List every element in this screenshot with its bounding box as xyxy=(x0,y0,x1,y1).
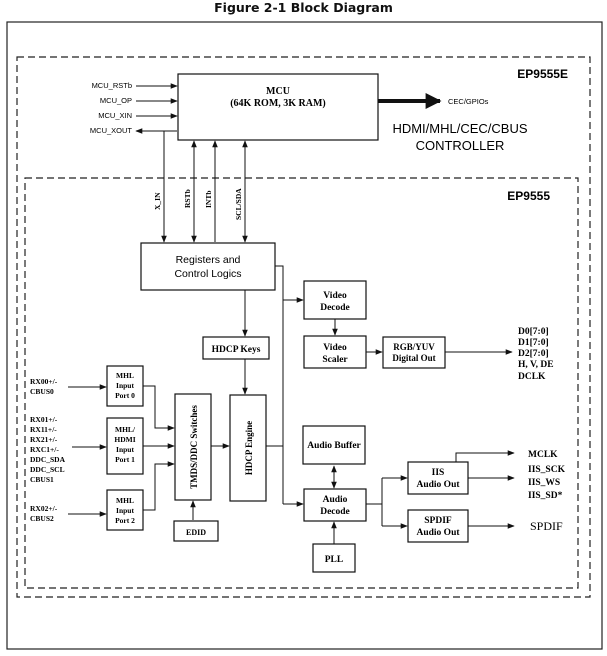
ep9555e-boundary xyxy=(16,56,591,598)
port0-to-switch xyxy=(143,385,175,431)
registers-block xyxy=(140,242,276,291)
mcu-subtitle: (64K ROM, 3K RAM) xyxy=(230,98,326,109)
tmds-switch-label: TMDS/DDC Switches xyxy=(189,405,199,489)
iis-signal-ws: IIS_WS xyxy=(528,478,560,488)
bus-label-rstb: RSTb xyxy=(183,189,192,208)
port1-signal-7: CBUS1 xyxy=(30,475,54,484)
registers-label-line1: Registers and xyxy=(176,254,241,266)
rgb-out-label-line2: Digital Out xyxy=(392,353,435,363)
port2-label-line3: Port 2 xyxy=(115,516,135,525)
port1-label-line1: MHL/ xyxy=(115,425,136,434)
hdcp-engine-block xyxy=(229,394,267,502)
audio-buffer-block xyxy=(302,425,366,465)
video-output-d1: D1[7:0] xyxy=(518,338,549,348)
iis-out-label-line1: IIS xyxy=(432,468,445,478)
port2-block xyxy=(106,489,144,531)
iis-signal-sck: IIS_SCK xyxy=(528,465,566,475)
controller-title-line2: CONTROLLER xyxy=(416,138,505,153)
pll-block xyxy=(312,543,356,573)
port2-label-line2: Input xyxy=(116,506,134,515)
mcu-block xyxy=(177,73,379,141)
tmds-switch-block xyxy=(174,393,212,501)
spdif-out-label-line2: Audio Out xyxy=(416,528,460,538)
chip-label-ep9555e: EP9555E xyxy=(517,67,568,81)
pll-label: PLL xyxy=(325,555,343,565)
bus-label-scl-sda: SCL/SDA xyxy=(234,188,243,220)
ep9555-boundary xyxy=(24,177,579,589)
mcu-input-xin: MCU_XIN xyxy=(98,111,132,120)
registers-to-video-bus xyxy=(275,265,304,303)
port1-signal-1: RX01+/- xyxy=(30,415,58,424)
cec-output-label: CEC/GPIOs xyxy=(448,97,489,106)
port1-signal-5: DDC_SDA xyxy=(30,455,66,464)
port1-label-line4: Port 1 xyxy=(115,455,135,464)
rgb-out-block xyxy=(382,336,446,369)
mclk-line xyxy=(455,450,515,462)
mcu-output-xout: MCU_XOUT xyxy=(90,126,133,135)
port1-label-line2: HDMI xyxy=(114,435,135,444)
port1-signal-3: RX21+/- xyxy=(30,435,58,444)
edid-label: EDID xyxy=(186,528,206,537)
bus-label-xin: X_IN xyxy=(153,192,162,210)
spdif-out-label-line1: SPDIF xyxy=(424,516,452,526)
port2-signal-1: RX02+/- xyxy=(30,504,58,513)
port1-signal-6: DDC_SCL xyxy=(30,465,65,474)
audio-decode-label-line1: Audio xyxy=(323,495,348,505)
figure-title: Figure 2-1 Block Diagram xyxy=(214,0,393,15)
port0-signal-2: CBUS0 xyxy=(30,387,54,396)
port2-signal-2: CBUS2 xyxy=(30,514,54,523)
port0-signal-1: RX00+/- xyxy=(30,377,58,386)
port2-label-line1: MHL xyxy=(116,496,134,505)
video-output-d2: D2[7:0] xyxy=(518,349,549,359)
iis-signal-mclk: MCLK xyxy=(528,450,558,460)
video-scaler-block xyxy=(303,335,367,369)
mcu-input-rstb: MCU_RSTb xyxy=(92,81,132,90)
spdif-signal: SPDIF xyxy=(530,519,563,533)
iis-out-block xyxy=(407,461,469,495)
port0-block xyxy=(106,365,144,407)
video-output-dclk: DCLK xyxy=(518,372,546,382)
registers-label-line2: Control Logics xyxy=(174,268,241,280)
video-output-d0: D0[7:0] xyxy=(518,327,549,337)
video-decode-block xyxy=(303,280,367,320)
bus-label-intb: INTb xyxy=(204,190,213,208)
outer-frame xyxy=(6,21,603,650)
video-scaler-label-line2: Scaler xyxy=(322,355,348,365)
video-decode-label-line2: Decode xyxy=(320,303,350,313)
port2-to-switch xyxy=(143,461,175,511)
mcu-input-op: MCU_OP xyxy=(100,96,132,105)
port0-label-line1: MHL xyxy=(116,371,134,380)
controller-title-line1: HDMI/MHL/CEC/CBUS xyxy=(392,121,527,136)
rgb-out-label-line1: RGB/YUV xyxy=(393,342,435,352)
video-scaler-label-line1: Video xyxy=(323,343,347,353)
iis-signal-sd: IIS_SD* xyxy=(528,491,563,501)
audio-decode-label-line2: Decode xyxy=(320,507,350,517)
hdcp-keys-block xyxy=(202,336,270,360)
iis-out-label-line2: Audio Out xyxy=(416,480,460,490)
audio-decode-block xyxy=(303,488,367,522)
mcu-title: MCU xyxy=(266,86,290,97)
chip-label-ep9555: EP9555 xyxy=(507,189,550,203)
edid-block xyxy=(173,520,219,542)
port1-signal-4: RXC1+/- xyxy=(30,445,59,454)
port1-block xyxy=(106,417,144,475)
port0-label-line2: Input xyxy=(116,381,134,390)
video-decode-label-line1: Video xyxy=(323,291,347,301)
hdcp-keys-label: HDCP Keys xyxy=(212,345,261,355)
audio-buffer-label: Audio Buffer xyxy=(307,441,361,451)
hdcp-engine-label: HDCP Engine xyxy=(244,421,254,475)
port1-signal-2: RX11+/- xyxy=(30,425,57,434)
video-output-hvde: H, V, DE xyxy=(518,360,554,370)
port1-label-line3: Input xyxy=(116,445,134,454)
port0-label-line3: Port 0 xyxy=(115,391,135,400)
